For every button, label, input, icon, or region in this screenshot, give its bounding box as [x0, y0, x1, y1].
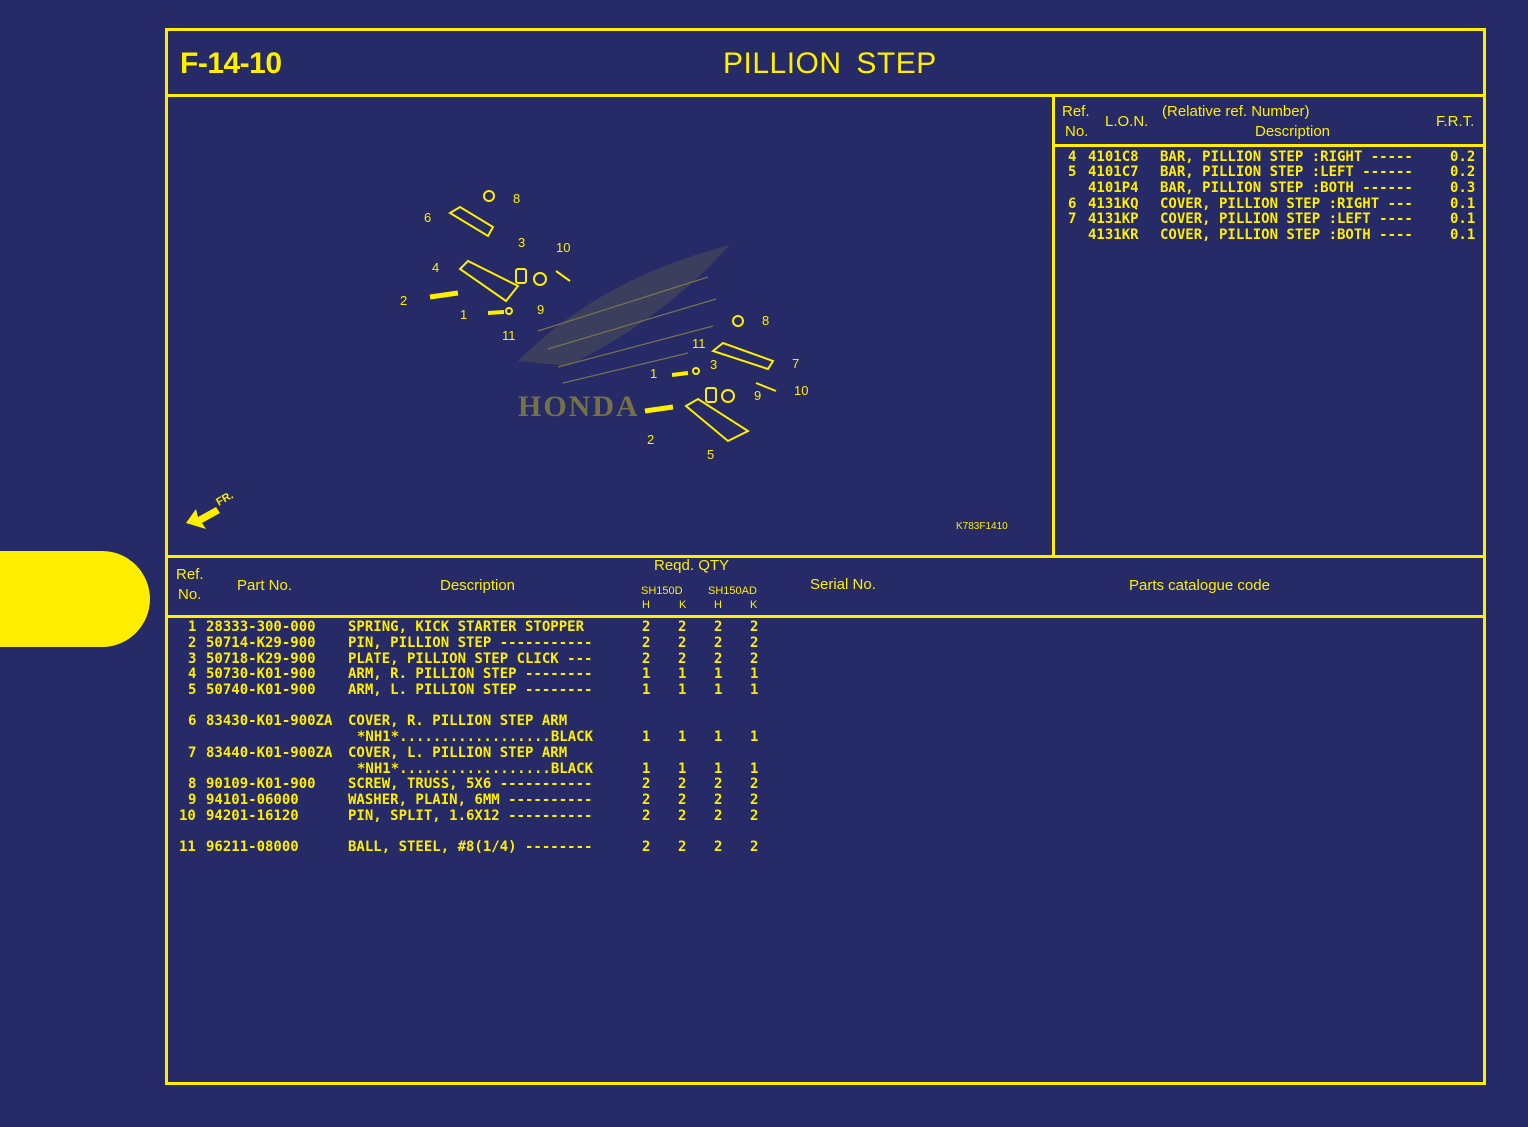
h-header: H: [714, 599, 722, 611]
spring-part: [671, 371, 689, 377]
callout: 11: [692, 336, 706, 351]
cover-l-part: [710, 341, 775, 371]
lon-header-divider: [1052, 144, 1483, 147]
callout: 2: [647, 432, 654, 447]
callout: 10: [556, 240, 570, 255]
callout: 6: [424, 210, 431, 225]
washer-part: [533, 272, 547, 286]
drawing-divider: [1052, 94, 1055, 557]
pin-part: [644, 404, 674, 414]
lon-frt-header: F.R.T.: [1436, 113, 1475, 130]
callout-labels: 8 6 3 10 4 2 1 9 11 8 11 7 3 1 10 9 2 5: [400, 191, 808, 462]
callout: 9: [537, 302, 544, 317]
callout: 10: [794, 383, 808, 398]
cover-r-part: [448, 205, 495, 238]
front-arrow-icon: [186, 507, 220, 529]
split-pin-part: [755, 382, 777, 392]
model1-header: SH150D: [641, 585, 683, 597]
plate-part: [515, 268, 527, 284]
callout: 11: [502, 328, 516, 343]
screw-part: [732, 315, 744, 327]
parts-header-divider: [168, 615, 1483, 618]
honda-watermark: HONDA: [518, 390, 640, 423]
arm-l-part: [684, 397, 751, 443]
lon-header: L.O.N.: [1105, 113, 1149, 130]
parts-sheet-frame: F-14-10 PILLION STEP Ref. No. L.O.N. (Re…: [165, 28, 1486, 1085]
callout: 5: [707, 447, 714, 462]
k-header: K: [750, 599, 758, 611]
screw-part: [483, 190, 495, 202]
part-no-header: Part No.: [237, 577, 293, 594]
h-header: H: [642, 599, 650, 611]
callout: 4: [432, 260, 439, 275]
lon-ref-header: Ref.: [1062, 103, 1090, 120]
callout: 1: [650, 366, 657, 381]
washer-part: [721, 389, 735, 403]
description-header: Description: [440, 577, 516, 594]
figure-code: F-14-10: [180, 47, 282, 80]
callout: 8: [762, 313, 769, 328]
callout: 1: [460, 307, 467, 322]
ball-part: [505, 307, 513, 315]
catalogue-code-header: Parts catalogue code: [1129, 577, 1270, 594]
parts-ref-header: Ref.: [176, 566, 204, 583]
exploded-diagram: HONDA 8 6 3 10: [186, 190, 808, 529]
reqd-qty-header: Reqd. QTY: [654, 557, 730, 574]
lon-description-header: Description: [1255, 123, 1331, 140]
ball-part: [692, 367, 700, 375]
pin-part: [429, 290, 459, 300]
k-header: K: [679, 599, 687, 611]
callout: 9: [754, 388, 761, 403]
lon-no-header: No.: [1065, 123, 1089, 140]
callout: 3: [518, 235, 525, 250]
spring-part: [487, 310, 505, 315]
drawing-code: K783F1410: [956, 521, 1008, 532]
lon-table: 4 4101C8 BAR, PILLION STEP :RIGHT ----- …: [1068, 149, 1476, 243]
callout: 3: [710, 357, 717, 372]
plate-part: [705, 387, 717, 403]
callout: 7: [792, 356, 799, 371]
lon-relative-header: (Relative ref. Number): [1162, 103, 1310, 120]
side-tab[interactable]: [0, 551, 150, 647]
model2-header: SH150AD: [708, 585, 757, 597]
page-title: PILLION STEP: [723, 47, 937, 80]
callout: 2: [400, 293, 407, 308]
parts-no-header: No.: [178, 586, 202, 603]
serial-no-header: Serial No.: [810, 576, 876, 593]
header-divider: [168, 94, 1483, 97]
drawing-bottom-divider: [168, 555, 1483, 558]
split-pin-part: [555, 270, 571, 282]
wing-watermark: [518, 245, 730, 384]
callout: 8: [513, 191, 520, 206]
arm-r-part: [458, 259, 520, 303]
parts-table: 1 28333-300-000 SPRING, KICK STARTER STO…: [179, 619, 759, 855]
